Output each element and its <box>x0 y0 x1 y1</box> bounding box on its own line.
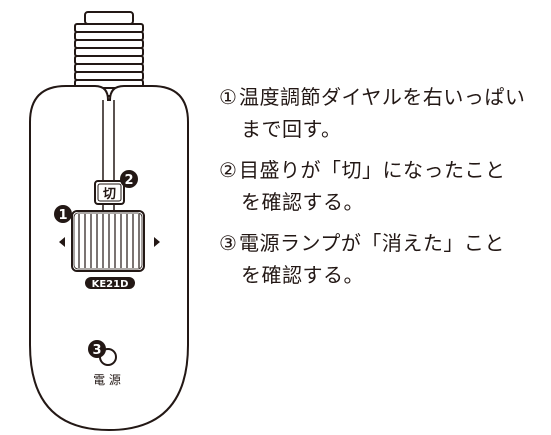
step-1-line-1: 温度調節ダイヤルを右いっぱい <box>239 85 526 109</box>
svg-text:1: 1 <box>58 208 67 223</box>
power-label: 電 源 <box>93 373 121 387</box>
dial-arrow-right-icon <box>154 237 160 247</box>
step-1: ①温度調節ダイヤルを右いっぱい まで回す。 <box>219 81 525 145</box>
step-1-number: ① <box>219 85 238 109</box>
temperature-dial[interactable] <box>71 210 145 272</box>
switch-label-text: 切 <box>103 187 116 202</box>
svg-text:3: 3 <box>92 343 101 358</box>
marker-2: 2 <box>120 170 138 188</box>
marker-3: 3 <box>88 340 106 358</box>
step-3-line-1: 電源ランプが「消えた」こと <box>239 231 505 255</box>
step-2-line-1: 目盛りが「切」になったこと <box>239 158 506 182</box>
step-3-number: ③ <box>219 231 238 255</box>
step-2: ②目盛りが「切」になったこと を確認する。 <box>219 154 506 218</box>
step-3-line-2: を確認する。 <box>241 263 364 287</box>
step-3: ③電源ランプが「消えた」こと を確認する。 <box>219 227 505 291</box>
model-badge-text: KE21D <box>92 279 129 290</box>
step-2-line-2: を確認する。 <box>241 190 364 214</box>
switch-label-box <box>94 180 125 205</box>
marker-1: 1 <box>54 205 72 223</box>
step-1-line-2: まで回す。 <box>241 117 342 141</box>
dial-arrow-left-icon <box>59 237 65 247</box>
model-badge <box>85 277 135 289</box>
step-2-number: ② <box>219 158 238 182</box>
svg-text:2: 2 <box>124 173 133 188</box>
